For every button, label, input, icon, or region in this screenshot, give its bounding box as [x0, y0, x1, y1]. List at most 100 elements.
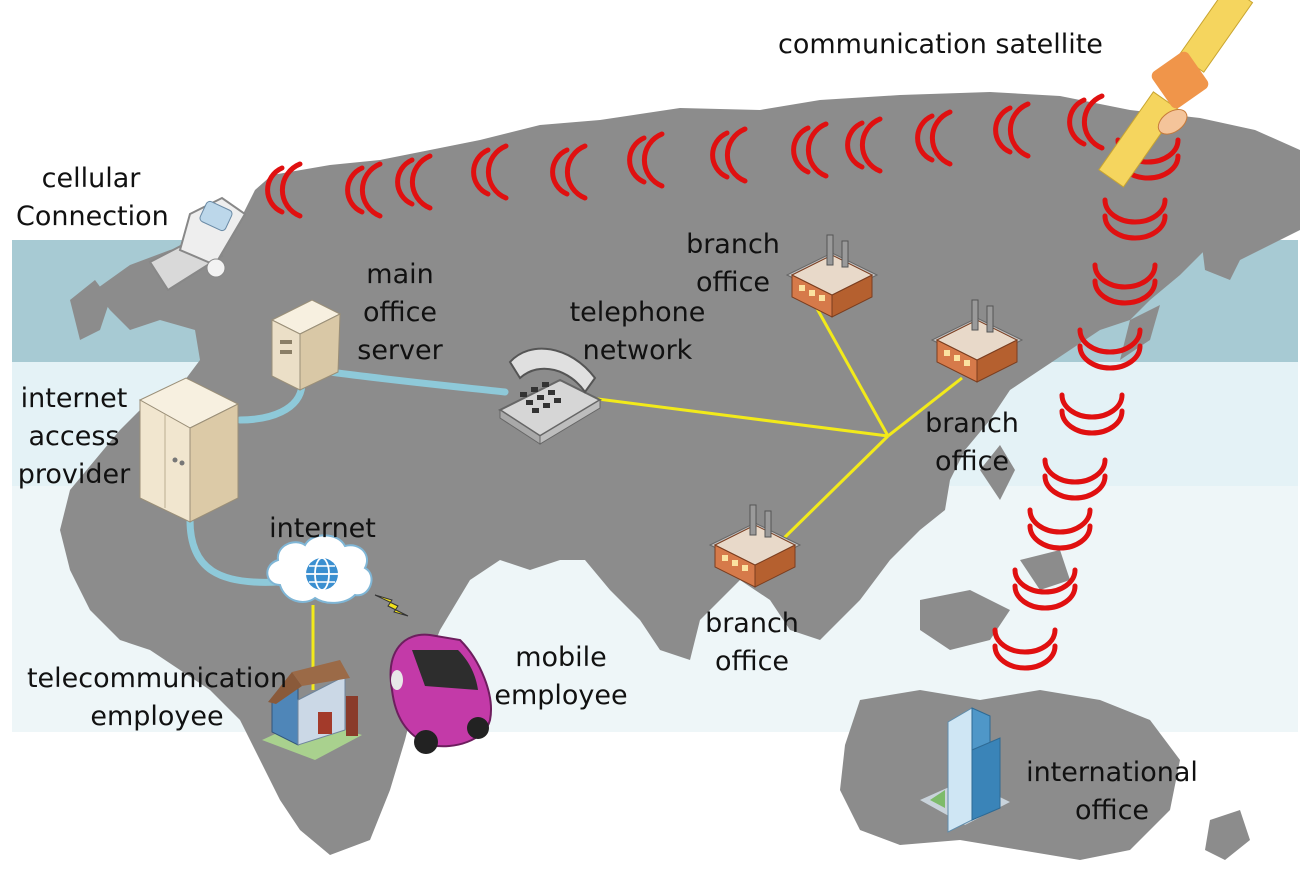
signal-arc	[1102, 197, 1168, 225]
label-line: internet	[269, 513, 376, 544]
signal-arc	[1102, 213, 1168, 241]
label-cellular-connection: cellular Connection	[16, 160, 169, 236]
factory-part	[749, 504, 757, 536]
factory-part	[790, 254, 874, 296]
signal-arc	[1067, 97, 1087, 147]
label-branch-office-right: branch office	[922, 405, 1022, 481]
connection-lines	[186, 304, 963, 690]
server-tower-icon	[270, 299, 342, 391]
factory-window	[742, 565, 748, 571]
signal-arc	[929, 109, 953, 167]
factory-window	[944, 350, 950, 356]
factory-window	[954, 355, 960, 361]
signal-arc	[805, 121, 829, 179]
signal-arc	[564, 143, 588, 201]
factory-part	[935, 319, 1019, 361]
label-line: office	[695, 267, 771, 298]
cell-phone-icon	[148, 196, 247, 292]
label-line: telecommunication	[26, 663, 288, 694]
signal-arc	[1092, 262, 1158, 290]
data-cable	[186, 516, 282, 586]
world-map	[60, 92, 1300, 860]
signal-arc	[1007, 101, 1031, 159]
signal-arc	[710, 130, 730, 180]
skyscraper-icon	[920, 707, 1010, 833]
label-line: main	[366, 259, 434, 290]
label-mobile-employee: mobile employee	[492, 639, 630, 715]
label-branch-office-bottom: branch office	[702, 605, 802, 681]
signal-arc	[845, 120, 865, 170]
label-line: branch	[705, 608, 799, 639]
signal-arc	[1059, 408, 1125, 436]
server-rack-icon	[138, 377, 240, 523]
label-line: communication satellite	[778, 29, 1103, 60]
label-telephone-network: telephone network	[565, 294, 710, 370]
label-line: internet	[20, 383, 128, 414]
factory-part	[841, 240, 849, 268]
telephone-link	[813, 304, 890, 437]
signal-arc	[1042, 457, 1108, 485]
factory-window	[964, 360, 970, 366]
factory-icon	[930, 299, 1024, 383]
car-icon	[389, 633, 492, 754]
label-line: office	[714, 646, 790, 677]
signal-arc	[627, 135, 647, 185]
factory-part	[971, 299, 979, 331]
label-line: international	[1026, 757, 1198, 788]
label-line: branch	[925, 408, 1019, 439]
factory-part	[713, 524, 797, 566]
label-communication-satellite: communication satellite	[778, 26, 1103, 64]
data-cable	[236, 381, 306, 424]
factory-window	[799, 285, 805, 291]
signal-arc	[859, 116, 883, 174]
lightning-icon	[374, 594, 409, 617]
signal-arc	[359, 161, 383, 219]
signal-arc	[915, 113, 935, 163]
signal-arc	[791, 125, 811, 175]
signal-arc	[1042, 473, 1108, 501]
label-line: office	[934, 446, 1010, 477]
label-line: server	[357, 335, 443, 366]
signal-arc	[409, 153, 433, 211]
signal-arc	[1092, 278, 1158, 306]
signal-arc	[265, 165, 285, 215]
label-internet-access-provider: internet access provider	[14, 380, 134, 494]
label-line: employee	[494, 680, 628, 711]
signal-arc	[993, 105, 1013, 155]
label-line: Connection	[16, 201, 169, 232]
factory-window	[722, 555, 728, 561]
signal-arc	[1027, 523, 1093, 551]
signal-arc	[550, 147, 570, 197]
label-line: employee	[90, 701, 224, 732]
factory-part	[986, 305, 994, 333]
factory-window	[732, 560, 738, 566]
label-line: office	[1074, 795, 1150, 826]
signal-arc	[1077, 343, 1143, 371]
factory-window	[809, 290, 815, 296]
signal-arc	[345, 165, 365, 215]
telephone-link	[887, 376, 963, 438]
label-line: mobile	[515, 642, 607, 673]
house-icon	[262, 660, 362, 760]
satellite-icon	[1098, 0, 1254, 188]
factory-icon	[708, 504, 802, 588]
label-line: office	[362, 297, 438, 328]
signal-arc	[1012, 567, 1078, 595]
signal-arc	[724, 126, 748, 184]
label-line: telephone	[569, 297, 706, 328]
label-international-office: international office	[1022, 754, 1202, 830]
factory-window	[819, 295, 825, 301]
signal-arc	[471, 147, 491, 197]
signal-arc	[1027, 507, 1093, 535]
label-branch-office-top: branch office	[683, 226, 783, 302]
signal-arc	[641, 131, 665, 189]
signal-arc	[1081, 93, 1105, 151]
label-line: access	[28, 421, 120, 452]
label-main-office-server: main office server	[350, 256, 450, 370]
factory-icon	[785, 234, 879, 318]
signal-arc	[992, 627, 1058, 655]
telephone-link	[780, 434, 890, 542]
label-line: cellular	[41, 163, 141, 194]
factory-part	[826, 234, 834, 266]
